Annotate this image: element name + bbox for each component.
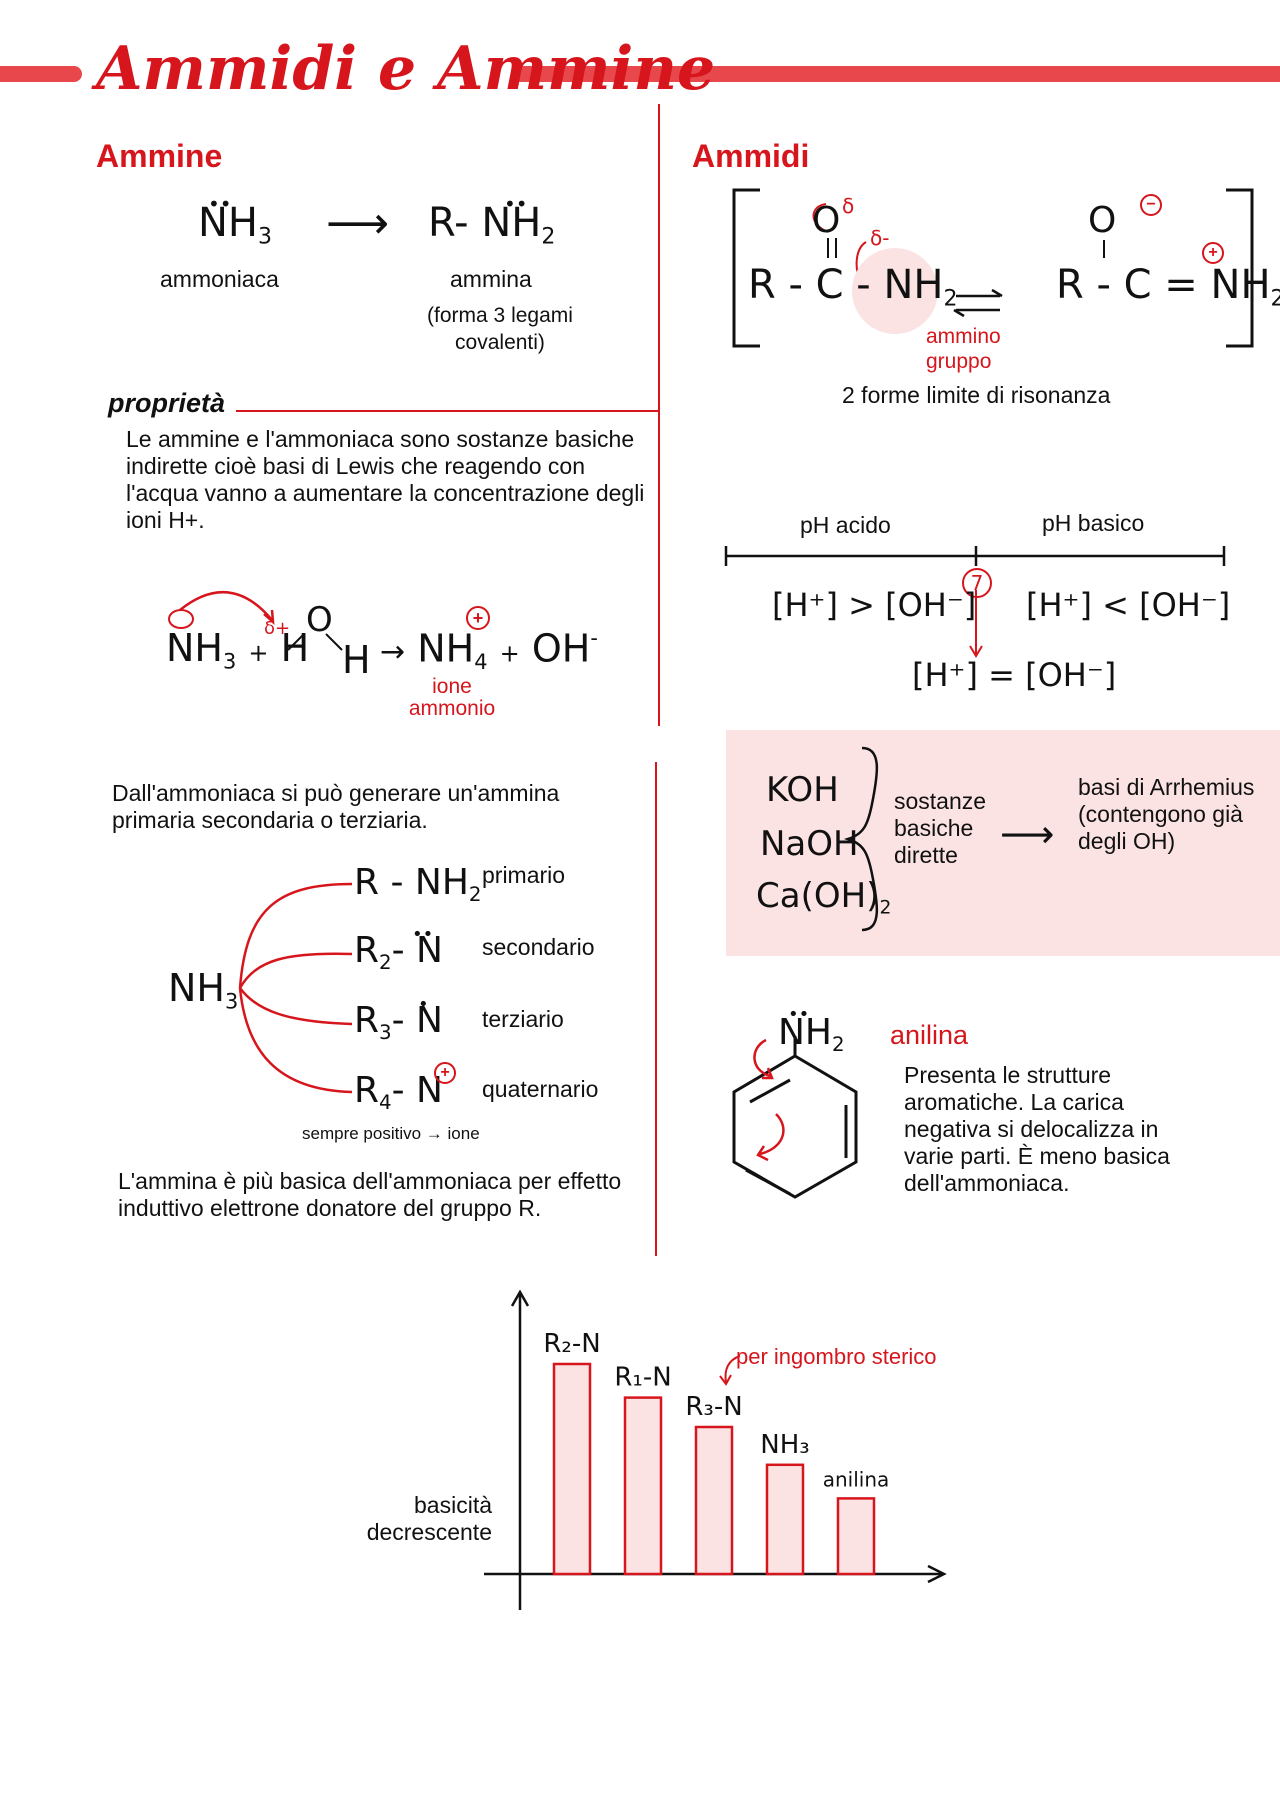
chart-ylabel: basicità decrescente (366, 1492, 492, 1545)
proprieta-heading: proprietà (108, 388, 226, 418)
ph-acid-relation: [H⁺] > [OH⁻] (772, 586, 977, 624)
benzene-ring-icon (732, 1036, 858, 1199)
proprieta-underline (236, 410, 658, 412)
amina-dots: •• (504, 192, 528, 216)
delta-plus-label: δ+ (264, 618, 291, 639)
basi-box (726, 730, 1280, 956)
vertical-divider-bottom (655, 762, 657, 1256)
basi-right-text: basi di Arrhemius (contengono già degli … (1078, 774, 1255, 854)
bar-1 (623, 1396, 663, 1576)
basi-naoh: NaOH (760, 824, 859, 864)
terziario-dot: • (418, 994, 429, 1015)
annotation-arrow-icon (724, 1355, 741, 1383)
quaternario-note: sempre positivo → ione (302, 1124, 480, 1143)
ammine-heading: Ammine (96, 138, 223, 174)
tree-formula-secondario: R2- N •• (354, 924, 443, 974)
nh3-dots: •• (208, 192, 232, 216)
tree-formula-terziario: R3- N • (354, 994, 443, 1044)
ammino-gruppo-label: ammino gruppo (926, 325, 1001, 373)
tree-formula-quaternario: R4- N (354, 1070, 443, 1114)
basicity-chart: R₂-N R₁-N R₃-N NH₃ anilina (484, 1289, 947, 1610)
tree-label-quaternario: quaternario (482, 1076, 599, 1102)
bar-2 (694, 1425, 734, 1576)
basi-middle-text: sostanze basiche dirette (894, 788, 987, 868)
ammidi-heading: Ammidi (692, 138, 810, 174)
reaction-products: → NH4 + OH- (380, 626, 598, 675)
water-h2: H (342, 638, 371, 682)
page-title: Ammidi e Ammine (96, 34, 716, 104)
basi-arrow-icon: ⟶ (1000, 812, 1055, 856)
ph-neutral-value: 7 (962, 568, 992, 598)
ph-scale (724, 546, 1226, 658)
bar-3 (765, 1463, 805, 1576)
basi-caoh2: Ca(OH)2 (756, 876, 892, 919)
right-form-plus-icon: + (1202, 242, 1224, 264)
left-form-o: O (812, 200, 841, 241)
right-form-o: O (1088, 200, 1117, 241)
ph-acid-label: pH acido (800, 512, 891, 538)
left-form-delta1: δ (842, 194, 855, 218)
reaction-arrow-icon: ⟶ (326, 198, 390, 249)
tree-label-secondario: secondario (482, 934, 595, 960)
chart-annotation: per ingombro sterico (736, 1344, 937, 1369)
reaction-line: NH3 + H (166, 626, 310, 674)
bar-0 (552, 1362, 592, 1576)
water-o: O (306, 600, 333, 640)
amina-formula: •• R- NH2 (428, 192, 556, 250)
arrow-right-icon: → (425, 1124, 443, 1143)
ph-basic-relation: [H⁺] < [OH⁻] (1026, 586, 1231, 624)
chart-y-axis-arrow-icon (510, 1289, 530, 1307)
proprieta-text: Le ammine e l'ammoniaca sono sostanze ba… (126, 426, 645, 533)
ph-neutral-relation: [H⁺] = [OH⁻] (912, 656, 1117, 694)
ammina-note: (forma 3 legami covalenti) (427, 304, 573, 354)
tree-root: NH3 (168, 966, 239, 1014)
nh3-formula: •• NH3 (198, 192, 272, 250)
basi-brace (843, 746, 879, 932)
basicita-text: L'ammina è più basica dell'ammoniaca per… (118, 1168, 622, 1221)
bar-label-0: R₂-N (543, 1329, 600, 1359)
ammina-label: ammina (450, 266, 532, 292)
lone-pair-circle-icon (168, 609, 194, 629)
bar-label-2: R₃-N (685, 1392, 742, 1422)
resonance-brackets (732, 188, 1254, 348)
bar-label-3: NH₃ (760, 1430, 809, 1460)
bar-label-4: anilina (823, 1467, 890, 1491)
chart-x-axis-arrow-icon (927, 1564, 947, 1584)
title-bar-left (0, 66, 82, 82)
title-bar-right (512, 66, 1280, 82)
quaternario-plus-icon: + (434, 1062, 456, 1084)
resonance-caption: 2 forme limite di risonanza (842, 382, 1111, 408)
water-bonds (287, 633, 343, 651)
anilina-title: anilina (890, 1020, 969, 1050)
generazione-text: Dall'ammoniaca si può generare un'ammina… (112, 780, 560, 833)
ph-basic-label: pH basico (1042, 510, 1145, 536)
left-form-formula: R - C - NH2 (748, 262, 958, 312)
vertical-divider-top (658, 104, 660, 726)
tree-formula-primario: R - NH2 (354, 862, 482, 906)
ammoniaca-label: ammoniaca (160, 266, 279, 292)
tree-label-primario: primario (482, 862, 566, 888)
right-form-formula: R - C = NH2 (1056, 262, 1280, 312)
bar-label-1: R₁-N (614, 1363, 671, 1393)
basi-koh: KOH (766, 770, 839, 810)
right-form-minus-icon: − (1140, 194, 1162, 216)
anilina-dots: •• (788, 1004, 810, 1025)
anilina-nh2: •• NH2 (778, 1004, 845, 1056)
nh2-highlight-circle (852, 248, 938, 334)
tree-branches (238, 882, 353, 1094)
reaction-arrow-curve (179, 590, 275, 626)
tree-label-terziario: terziario (482, 1006, 564, 1032)
bar-4 (836, 1497, 876, 1576)
secondario-dots: •• (412, 924, 434, 945)
left-form-delta2: δ- (870, 226, 890, 250)
anilina-text: Presenta le strutture aromatiche. La car… (904, 1062, 1170, 1196)
ammonium-plus-icon: + (466, 606, 490, 630)
ione-ammonio-label: ione ammonio (408, 675, 496, 720)
